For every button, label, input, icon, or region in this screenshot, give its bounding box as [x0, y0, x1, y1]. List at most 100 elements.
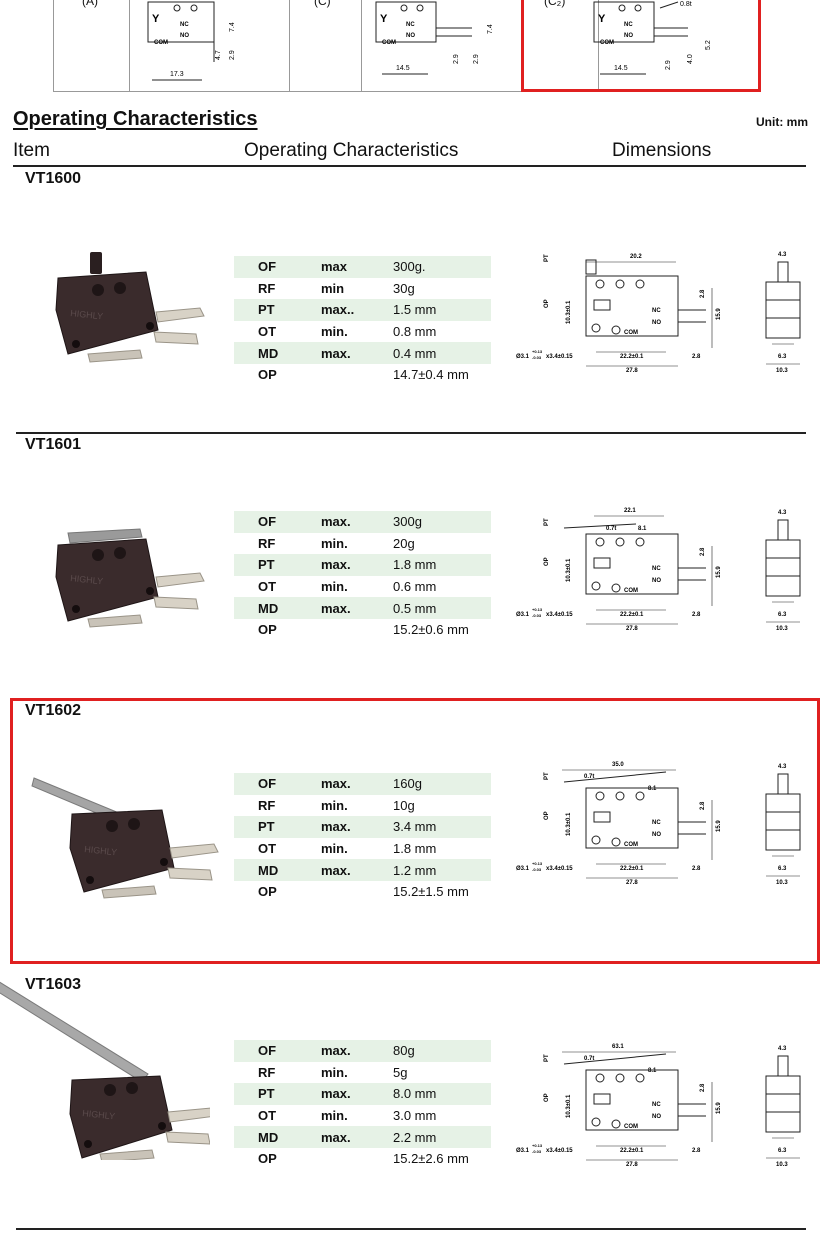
spec-qualifier: max — [321, 259, 348, 275]
svg-text:10.3±0.1: 10.3±0.1 — [566, 1094, 572, 1118]
svg-text:2.9: 2.9 — [473, 54, 480, 64]
spec-value: 1.8 mm — [393, 841, 437, 857]
spec-key: PT — [258, 1086, 275, 1102]
spec-qualifier: min. — [321, 535, 348, 551]
spec-key: OF — [258, 514, 277, 530]
svg-text:PT: PT — [544, 1054, 550, 1062]
svg-text:OP: OP — [544, 299, 550, 308]
spec-value: 0.4 mm — [393, 345, 437, 361]
dimension-drawing: 20.2 NC NO COM PT OP 10.3±0.1 2.8 15.9 Ø… — [516, 248, 816, 403]
spec-qualifier: max. — [321, 600, 351, 616]
spec-value: 1.5 mm — [393, 302, 437, 318]
svg-text:NO: NO — [652, 832, 661, 838]
svg-text:2.8: 2.8 — [700, 547, 706, 556]
svg-text:4.7: 4.7 — [215, 50, 222, 60]
svg-text:5.2: 5.2 — [705, 40, 712, 50]
svg-text:0.8t: 0.8t — [680, 1, 692, 8]
svg-text:HIGHLY: HIGHLY — [70, 573, 104, 586]
spec-value: 8.0 mm — [393, 1086, 437, 1102]
spec-qualifier: min. — [321, 579, 348, 595]
svg-text:2.8: 2.8 — [700, 289, 706, 298]
spec-value: 1.8 mm — [393, 557, 437, 573]
svg-text:4.0: 4.0 — [687, 54, 694, 64]
svg-text:COM: COM — [624, 842, 638, 848]
svg-text:7.4: 7.4 — [487, 24, 494, 34]
svg-text:-0.03: -0.03 — [532, 355, 542, 360]
svg-text:+0.13: +0.13 — [532, 607, 543, 612]
spec-qualifier: max. — [321, 862, 351, 878]
spec-key: PT — [258, 819, 275, 835]
svg-text:22.2±0.1: 22.2±0.1 — [620, 866, 644, 872]
spec-value: 10g — [393, 797, 415, 813]
spec-key: MD — [258, 600, 279, 616]
svg-text:Ø3.1: Ø3.1 — [516, 1148, 530, 1154]
svg-text:HIGHLY: HIGHLY — [82, 1108, 116, 1121]
svg-text:27.8: 27.8 — [626, 368, 638, 374]
svg-text:COM: COM — [624, 330, 638, 336]
svg-text:14.5: 14.5 — [614, 65, 628, 72]
svg-text:+0.13: +0.13 — [532, 349, 543, 354]
svg-text:8.1: 8.1 — [648, 786, 657, 792]
svg-text:NO: NO — [406, 33, 415, 39]
svg-text:HIGHLY: HIGHLY — [84, 844, 118, 857]
spec-value: 15.2±1.5 mm — [393, 884, 469, 900]
svg-text:OP: OP — [544, 557, 550, 566]
spec-key: OT — [258, 324, 277, 340]
spec-value: 20g — [393, 535, 415, 551]
svg-text:22.2±0.1: 22.2±0.1 — [620, 1148, 644, 1154]
spec-value: 160g — [393, 776, 422, 792]
svg-text:x3.4±0.15: x3.4±0.15 — [546, 866, 573, 872]
svg-text:6.3: 6.3 — [778, 612, 787, 618]
section-divider — [16, 432, 806, 434]
svg-text:15.9: 15.9 — [716, 820, 722, 832]
svg-text:-0.03: -0.03 — [532, 1149, 542, 1154]
spec-value: 300g. — [393, 259, 426, 275]
svg-text:10.3±0.1: 10.3±0.1 — [566, 812, 572, 836]
svg-text:NO: NO — [180, 33, 189, 39]
svg-text:NC: NC — [406, 22, 415, 28]
svg-text:7.4: 7.4 — [229, 22, 236, 32]
top-wiring-diagram-c: Y NC NO COM 14.5 2.9 2.9 7.4 — [375, 1, 494, 75]
spec-qualifier: max. — [321, 557, 351, 573]
svg-text:NO: NO — [652, 320, 661, 326]
svg-text:HIGHLY: HIGHLY — [70, 308, 104, 321]
spec-qualifier: max. — [321, 776, 351, 792]
spec-qualifier: max. — [321, 1043, 351, 1059]
product-model-name: VT1603 — [25, 976, 82, 993]
svg-text:NO: NO — [624, 33, 633, 39]
spec-qualifier: min. — [321, 1064, 348, 1080]
spec-value: 0.8 mm — [393, 324, 437, 340]
svg-text:15.9: 15.9 — [716, 566, 722, 578]
svg-text:22.2±0.1: 22.2±0.1 — [620, 612, 644, 618]
product-photo: HIGHLY — [0, 970, 217, 1165]
top-col-label-c2: (C₂) — [544, 0, 566, 8]
spec-qualifier: max. — [321, 1129, 351, 1145]
svg-text:27.8: 27.8 — [626, 880, 638, 886]
svg-text:10.3: 10.3 — [776, 368, 788, 374]
svg-text:COM: COM — [382, 40, 396, 46]
spec-qualifier: max. — [321, 514, 351, 530]
spec-key: MD — [258, 862, 279, 878]
svg-text:2.8: 2.8 — [700, 1083, 706, 1092]
svg-text:NC: NC — [652, 308, 661, 314]
svg-text:10.3±0.1: 10.3±0.1 — [566, 300, 572, 324]
product-model-name: VT1601 — [25, 436, 82, 453]
spec-key: MD — [258, 345, 279, 361]
product-photo: HIGHLY — [28, 250, 238, 395]
column-header-item: Item — [13, 140, 50, 161]
svg-text:NC: NC — [652, 820, 661, 826]
svg-text:4.3: 4.3 — [778, 510, 787, 516]
spec-qualifier: max. — [321, 345, 351, 361]
svg-text:-0.03: -0.03 — [532, 867, 542, 872]
spec-value: 2.2 mm — [393, 1129, 437, 1145]
svg-text:10.3: 10.3 — [776, 626, 788, 632]
svg-text:+0.13: +0.13 — [532, 861, 543, 866]
